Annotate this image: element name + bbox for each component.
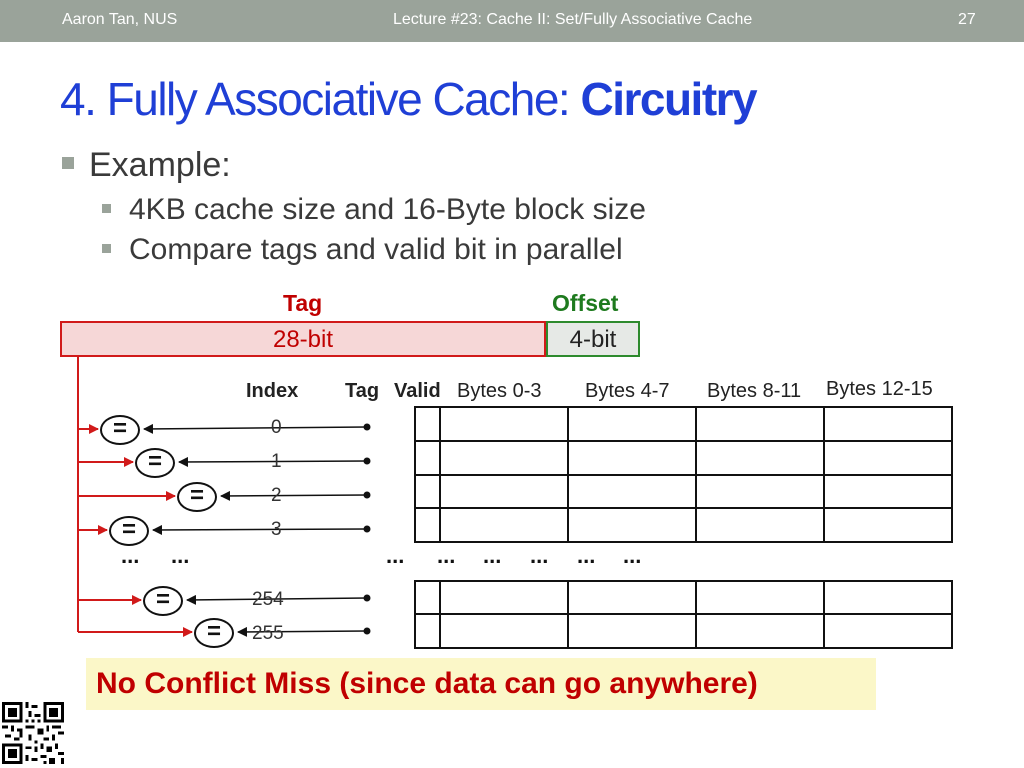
bullet-cache-size: 4KB cache size and 16-Byte block size [129,193,646,226]
tag-dot-1 [363,457,371,465]
column-tag: Tag [345,380,380,402]
title-main: 4. Fully Associative Cache: [60,73,581,125]
index-1: 1 [271,451,282,472]
bullet-example: Example: [89,146,231,184]
column-valid: Valid [394,380,441,402]
tag-dot-254 [363,594,371,602]
tag-label: Tag [283,290,323,316]
ellipsis-row-5: ... [577,543,596,568]
index-254: 254 [252,589,284,610]
page-number: 27 [958,11,976,28]
tag-dot-0 [363,423,371,431]
no-conflict-banner: No Conflict Miss (since data can go anyw… [86,658,876,710]
tag-dot-255 [363,627,371,635]
bullet-square-icon [62,157,74,169]
column-index: Index [246,380,299,402]
author: Aaron Tan, NUS [62,11,178,28]
comparator-3: = [109,516,149,546]
column-bytes-12-15: Bytes 12-15 [826,378,933,400]
comparator-254: = [143,586,183,616]
stored-tag-wire-1 [178,456,368,467]
stored-tag-wire-2 [220,490,368,501]
stored-tag-wire-0 [143,423,368,434]
column-bytes-4-7: Bytes 4-7 [585,380,670,402]
ellipsis-row-3: ... [483,543,502,568]
qr-code-icon [2,702,64,764]
index-3: 3 [271,519,282,540]
bullet-square-icon [102,244,111,253]
stored-tag-wire-254 [186,594,368,605]
column-bytes-0-3: Bytes 0-3 [457,380,542,402]
comparator-0: = [100,415,140,445]
tag-dot-2 [363,491,371,499]
comparator-2: = [177,482,217,512]
ellipsis-row-2: ... [437,543,456,568]
stored-tag-wire-3 [152,524,368,535]
ellipsis-comparators-1: ... [121,543,140,568]
index-2: 2 [271,485,282,506]
ellipsis-row-6: ... [623,543,642,568]
bullet-compare-tags: Compare tags and valid bit in parallel [129,233,623,266]
comparator-1: = [135,448,175,478]
slide-header: Aaron Tan, NUS Lecture #23: Cache II: Se… [0,0,1024,42]
banner-text: No Conflict Miss (since data can go anyw… [96,667,758,700]
comparator-255: = [194,618,234,648]
ellipsis-row-1: ... [386,543,405,568]
ellipsis-comparators-2: ... [171,543,190,568]
title-bold: Circuitry [580,73,757,125]
index-255: 255 [252,623,284,644]
tag-dot-3 [363,525,371,533]
offset-label: Offset [552,290,619,316]
bullet-square-icon [102,204,111,213]
offset-field: 4-bit [546,321,640,357]
index-0: 0 [271,417,282,438]
column-bytes-8-11: Bytes 8-11 [707,380,802,402]
lecture-title: Lecture #23: Cache II: Set/Fully Associa… [393,11,753,28]
cache-table-upper [414,406,953,543]
tag-field: 28-bit [60,321,546,357]
stored-tag-wire-255 [237,626,368,637]
cache-table-lower [414,580,953,649]
ellipsis-row-4: ... [530,543,549,568]
slide-title: 4. Fully Associative Cache: Circuitry [60,72,758,126]
